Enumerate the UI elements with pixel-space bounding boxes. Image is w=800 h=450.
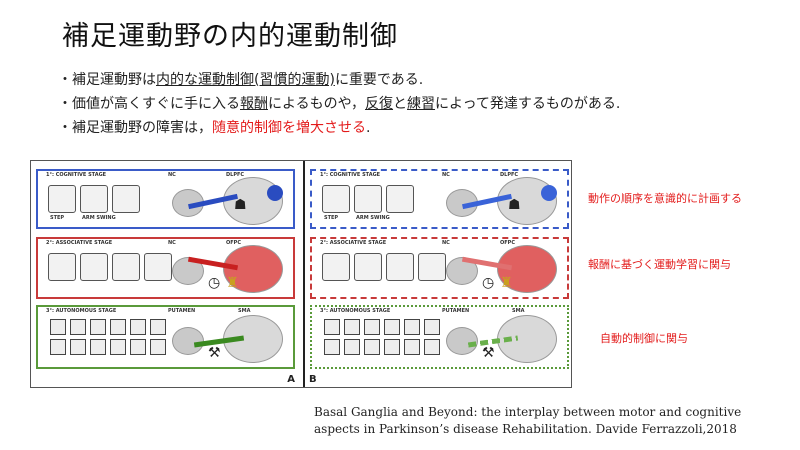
figure-panel-b: 1°: COGNITIVE STAGE NC DLPFC STEP ARM SW… bbox=[303, 161, 573, 387]
bullet-3: ・補足運動野の障害は，随意的制御を増大させる. bbox=[58, 116, 620, 140]
bullet-2-reward: 報酬 bbox=[240, 96, 268, 112]
sma-label-b: SMA bbox=[512, 308, 525, 314]
dlpfc-label-b: DLPFC bbox=[500, 172, 519, 178]
motor-learning-figure: 1°: COGNITIVE STAGE NC DLPFC STEP ARM SW… bbox=[30, 160, 572, 388]
side-note-2: 報酬に基づく運動学習に関与 bbox=[588, 258, 731, 271]
side-note-3: 自動的制御に関与 bbox=[600, 332, 688, 345]
nc-label: NC bbox=[168, 172, 176, 178]
autonomous-grid-row-2 bbox=[50, 339, 166, 355]
nc-label-b2: NC bbox=[442, 240, 450, 246]
ofpc-label: OFPC bbox=[226, 240, 241, 246]
bullet-3-pre: ・補足運動野の障害は， bbox=[58, 120, 212, 136]
autonomous-stage-label-b: 3°: AUTONOMOUS STAGE bbox=[320, 308, 391, 314]
trophy-icon-b: ♜ bbox=[500, 275, 513, 291]
step-label: STEP bbox=[50, 215, 65, 221]
step-figures bbox=[48, 185, 140, 213]
sma-label: SMA bbox=[238, 308, 251, 314]
cognitive-stage-label-b: 1°: COGNITIVE STAGE bbox=[320, 172, 381, 178]
associative-stage-label: 2°: ASSOCIATIVE STAGE bbox=[46, 240, 113, 246]
brain-icon-3 bbox=[223, 315, 283, 363]
autonomous-stage-box: 3°: AUTONOMOUS STAGE PUTAMEN SMA ⚒ bbox=[36, 305, 295, 369]
bullet-2-repetition: 反復 bbox=[365, 96, 394, 112]
nc-label-b: NC bbox=[442, 172, 450, 178]
trophy-icon: ♜ bbox=[226, 275, 239, 291]
figure-panel-a: 1°: COGNITIVE STAGE NC DLPFC STEP ARM SW… bbox=[31, 161, 299, 387]
bullet-1: ・補足運動野は内的な運動制御(習慣的運動)に重要である. bbox=[58, 68, 620, 92]
putamen-label: PUTAMEN bbox=[168, 308, 196, 314]
cognitive-stage-box-b: 1°: COGNITIVE STAGE NC DLPFC STEP ARM SW… bbox=[310, 169, 569, 229]
bullet-2-pre: ・価値が高くすぐに手に入る bbox=[58, 96, 240, 112]
person-icon-b: ☗ bbox=[508, 197, 521, 213]
arm-swing-label: ARM SWING bbox=[82, 215, 116, 221]
cognitive-stage-box: 1°: COGNITIVE STAGE NC DLPFC STEP ARM SW… bbox=[36, 169, 295, 229]
step-figures-b bbox=[322, 185, 414, 213]
autonomous-stage-label: 3°: AUTONOMOUS STAGE bbox=[46, 308, 117, 314]
arm-swing-label-b: ARM SWING bbox=[356, 215, 390, 221]
autonomous-grid-row-1-b bbox=[324, 319, 440, 335]
bullet-2: ・価値が高くすぐに手に入る報酬によるものや，反復と練習によって発達するものがある… bbox=[58, 92, 620, 116]
autonomous-grid-row-2-b bbox=[324, 339, 440, 355]
associative-stage-box: 2°: ASSOCIATIVE STAGE NC OFPC ◷ ♜ bbox=[36, 237, 295, 299]
dlpfc-highlight-icon-b bbox=[541, 185, 557, 201]
dlpfc-label: DLPFC bbox=[226, 172, 245, 178]
associative-figures bbox=[48, 253, 172, 281]
bullet-1-pre: ・補足運動野は bbox=[58, 72, 156, 88]
nc-label-2: NC bbox=[168, 240, 176, 246]
bullet-list: ・補足運動野は内的な運動制御(習慣的運動)に重要である. ・価値が高くすぐに手に… bbox=[58, 68, 620, 140]
slide-title: 補足運動野の内的運動制御 bbox=[62, 21, 398, 52]
associative-stage-box-b: 2°: ASSOCIATIVE STAGE NC OFPC ◷ ♜ bbox=[310, 237, 569, 299]
bullet-3-red: 随意的制御を増大させる bbox=[212, 120, 366, 136]
panel-b-letter: B bbox=[309, 374, 317, 385]
cognitive-stage-label: 1°: COGNITIVE STAGE bbox=[46, 172, 107, 178]
bullet-2-mid2: と bbox=[393, 96, 408, 112]
citation-line-1: Basal Ganglia and Beyond: the interplay … bbox=[314, 405, 742, 419]
bullet-1-underlined: 内的な運動制御(習慣的運動) bbox=[156, 72, 335, 88]
bullet-2-post: によって発達するものがある. bbox=[435, 96, 621, 112]
dlpfc-highlight-icon bbox=[267, 185, 283, 201]
side-note-1: 動作の順序を意識的に計画する bbox=[588, 192, 742, 205]
associative-stage-label-b: 2°: ASSOCIATIVE STAGE bbox=[320, 240, 387, 246]
bullet-2-practice: 練習 bbox=[407, 96, 436, 112]
person-icon: ☗ bbox=[234, 197, 247, 213]
ofpc-label-b: OFPC bbox=[500, 240, 515, 246]
clock-icon-b: ◷ bbox=[482, 275, 495, 291]
citation: Basal Ganglia and Beyond: the interplay … bbox=[314, 404, 741, 438]
clock-icon: ◷ bbox=[208, 275, 221, 291]
putamen-label-b: PUTAMEN bbox=[442, 308, 470, 314]
cart-icon-b: ⚒ bbox=[482, 345, 495, 361]
bullet-1-post: に重要である. bbox=[334, 72, 424, 88]
autonomous-grid-row-1 bbox=[50, 319, 166, 335]
step-label-b: STEP bbox=[324, 215, 339, 221]
cart-icon: ⚒ bbox=[208, 345, 221, 361]
citation-line-2: aspects in Parkinson’s disease Rehabilit… bbox=[314, 422, 737, 436]
bullet-3-post: . bbox=[366, 120, 371, 136]
panel-a-letter: A bbox=[287, 374, 295, 385]
autonomous-stage-box-b: 3°: AUTONOMOUS STAGE PUTAMEN SMA ⚒ bbox=[310, 305, 569, 369]
associative-figures-b bbox=[322, 253, 446, 281]
bullet-2-mid: によるものや， bbox=[268, 96, 366, 112]
